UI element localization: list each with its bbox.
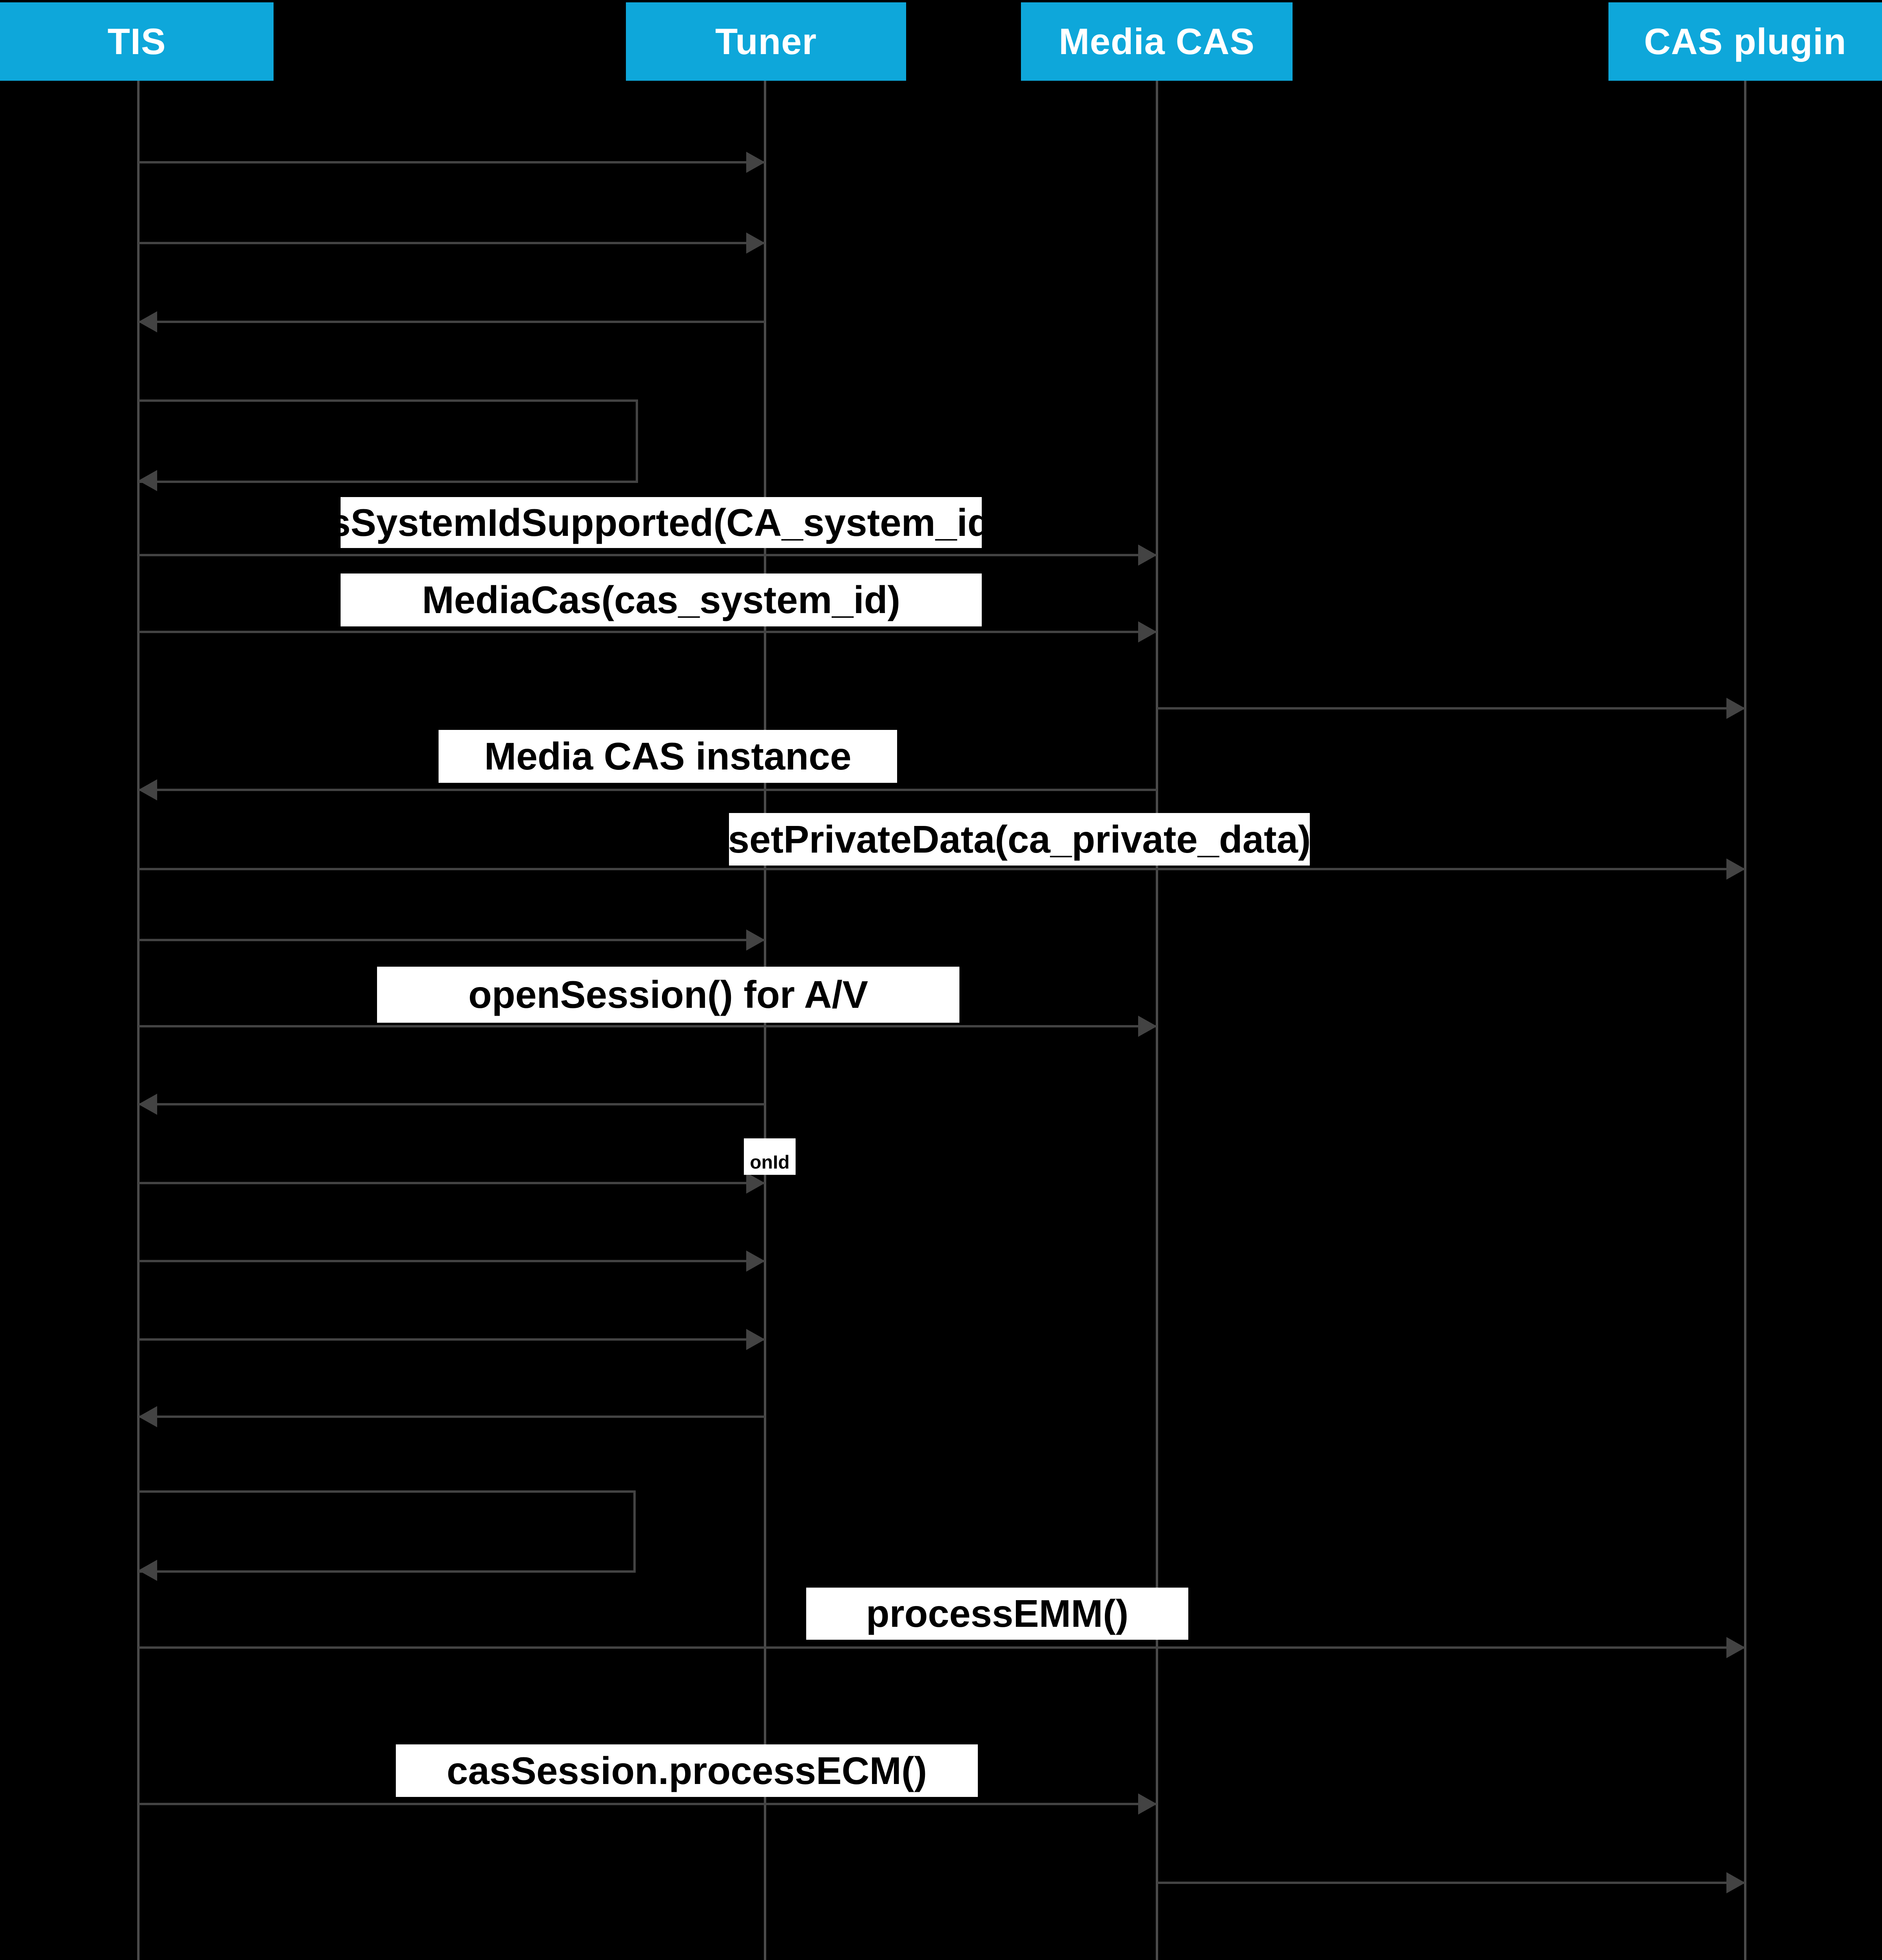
message-arrow [1157,1882,1745,1884]
self-message-loop [138,1490,636,1573]
arrowhead-icon [138,1094,157,1115]
arrowhead-icon [138,779,157,800]
arrowhead-icon [138,311,157,332]
message-arrow [138,554,1157,556]
message-label-text: setPrivateData(ca_private_data) [728,817,1311,861]
arrowhead-icon [1726,1637,1745,1658]
arrowhead-icon [138,1406,157,1427]
message-arrow [138,1103,765,1105]
actor-header-mediacas-top: Media CAS [1021,2,1293,81]
message-arrow [138,939,765,941]
message-label: setPrivateData(ca_private_data) [728,813,1311,866]
actor-label: TIS [107,21,166,62]
arrowhead-icon [746,1250,765,1272]
arrowhead-icon [1726,858,1745,880]
arrowhead-icon [1726,698,1745,719]
arrowhead-icon [746,152,765,173]
arrowhead-icon [1138,1016,1157,1037]
arrowhead-icon [138,470,157,491]
message-arrow [138,1803,1157,1805]
message-arrow [138,1260,765,1262]
message-arrow [138,868,1745,870]
message-label: openSession() for A/V [377,967,959,1023]
self-message-loop [138,399,638,483]
actor-header-casplugin-top: CAS plugin [1608,2,1882,81]
arrowhead-icon [1726,1872,1745,1893]
message-label: processEMM() [806,1588,1188,1640]
arrowhead-icon [1138,544,1157,566]
message-label: onId [744,1138,796,1175]
arrowhead-icon [1138,1793,1157,1815]
message-label: isSystemIdSupported(CA_system_id) [319,497,1004,548]
arrowhead-icon [746,929,765,951]
message-arrow [138,1338,765,1341]
message-label-text: Media CAS instance [484,735,852,778]
actor-label: Media CAS [1059,21,1255,62]
message-label-text: onId [750,1152,790,1173]
lifeline-tis [137,81,140,1960]
actor-header-tuner-top: Tuner [626,2,906,81]
actor-label: Tuner [715,21,817,62]
arrowhead-icon [746,1172,765,1194]
arrowhead-icon [746,1329,765,1350]
message-label: Media CAS instance [439,730,897,783]
arrowhead-icon [746,232,765,254]
message-label: casSession.processECM() [396,1744,978,1797]
message-arrow [138,631,1157,633]
message-label-text: casSession.processECM() [446,1749,927,1792]
message-arrow [138,789,1157,791]
message-arrow [138,161,765,163]
message-arrow [138,1416,765,1418]
lifeline-mediacas [1156,81,1158,1960]
lifeline-casplugin [1744,81,1746,1960]
message-label-text: processEMM() [866,1592,1129,1635]
message-label-text: MediaCas(cas_system_id) [422,578,901,621]
arrowhead-icon [1138,621,1157,642]
message-arrow [138,321,765,323]
message-arrow [138,1646,1745,1649]
message-arrow [138,242,765,244]
message-label: MediaCas(cas_system_id) [341,573,982,626]
message-arrow [1157,707,1745,710]
message-arrow [138,1182,765,1184]
message-label-text: openSession() for A/V [468,973,868,1016]
actor-header-tis-top: TIS [0,2,274,81]
message-arrow [138,1025,1157,1027]
arrowhead-icon [138,1560,157,1581]
actor-label: CAS plugin [1644,21,1847,62]
message-label-text: isSystemIdSupported(CA_system_id) [318,501,1004,544]
